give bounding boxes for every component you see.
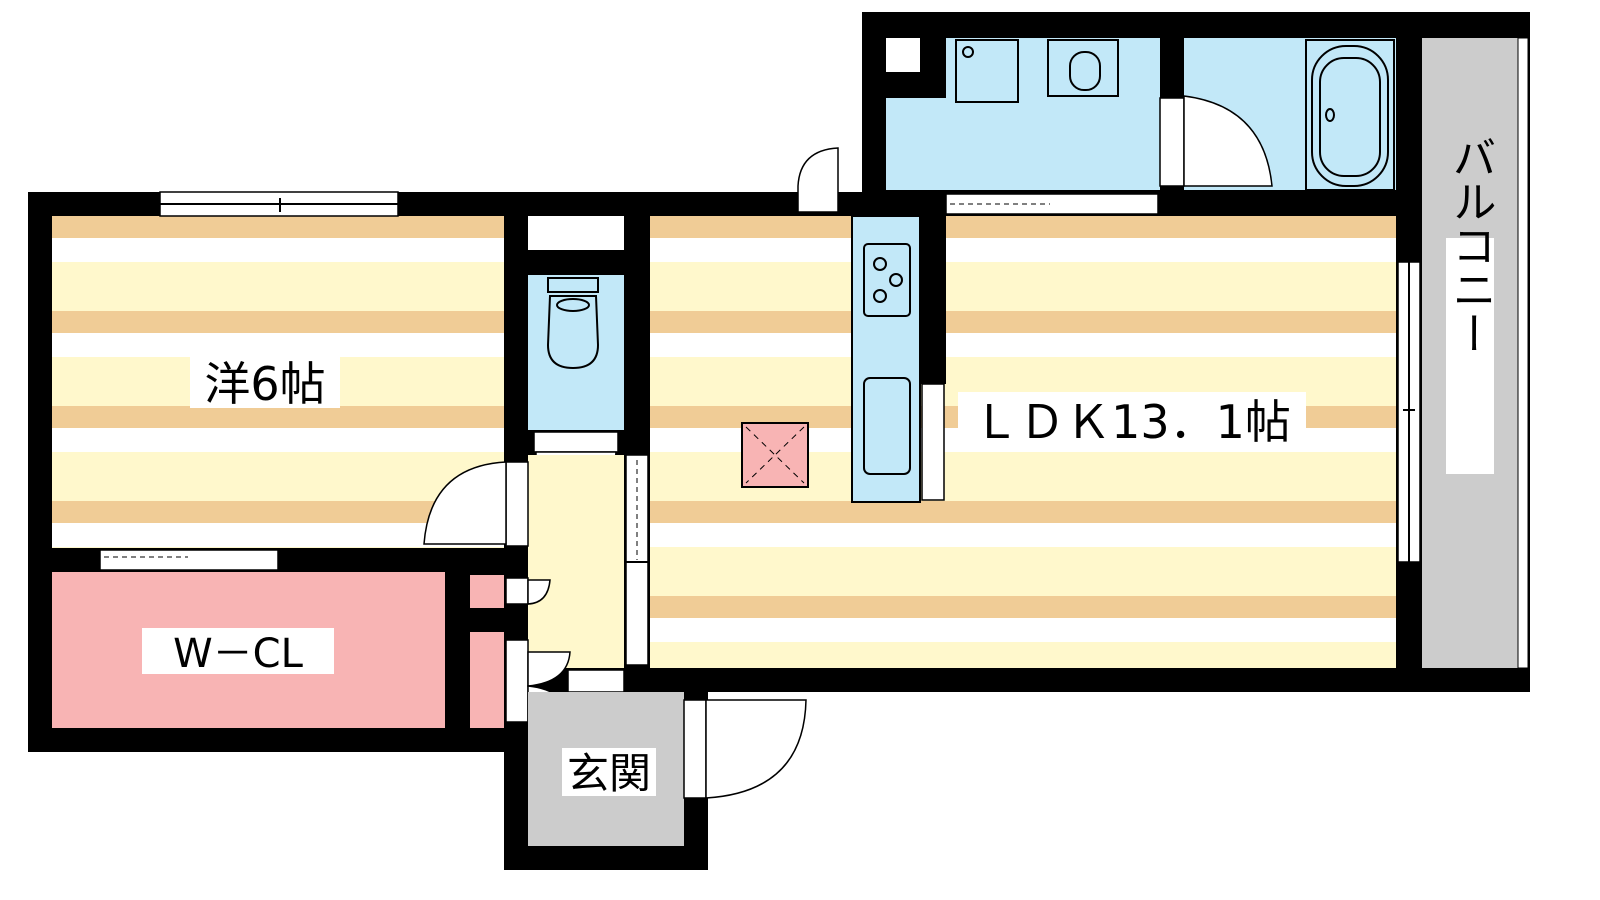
bathroom-door[interactable] [1183, 95, 1273, 187]
room-label-closet: W－CL [173, 631, 303, 677]
room-label-balcony: バルコニー [1445, 135, 1496, 355]
sink-icon [863, 377, 911, 475]
front-door[interactable] [705, 699, 807, 799]
closet-sliding-door[interactable] [99, 549, 279, 571]
room-label-entrance: 玄関 [567, 749, 651, 798]
floor-hatch-icon [741, 422, 809, 488]
washroom-window[interactable] [945, 193, 1159, 215]
kitchen-counter [851, 215, 921, 503]
washbasin-icon [1047, 39, 1119, 97]
bathtub-icon [1305, 39, 1395, 191]
toilet-room-floor [528, 275, 624, 430]
toilet-icon [546, 277, 600, 370]
room-label-western: 洋6帖 [204, 357, 325, 411]
western-room-door[interactable] [423, 461, 507, 545]
closet-door-small[interactable] [527, 579, 551, 605]
exterior-door-small[interactable] [797, 147, 839, 213]
washing-machine-icon [955, 39, 1019, 103]
room-label-ldk: ＬＤＫ13．1帖 [973, 395, 1291, 449]
hallway-floor [528, 455, 624, 668]
stove-icon [873, 257, 903, 303]
